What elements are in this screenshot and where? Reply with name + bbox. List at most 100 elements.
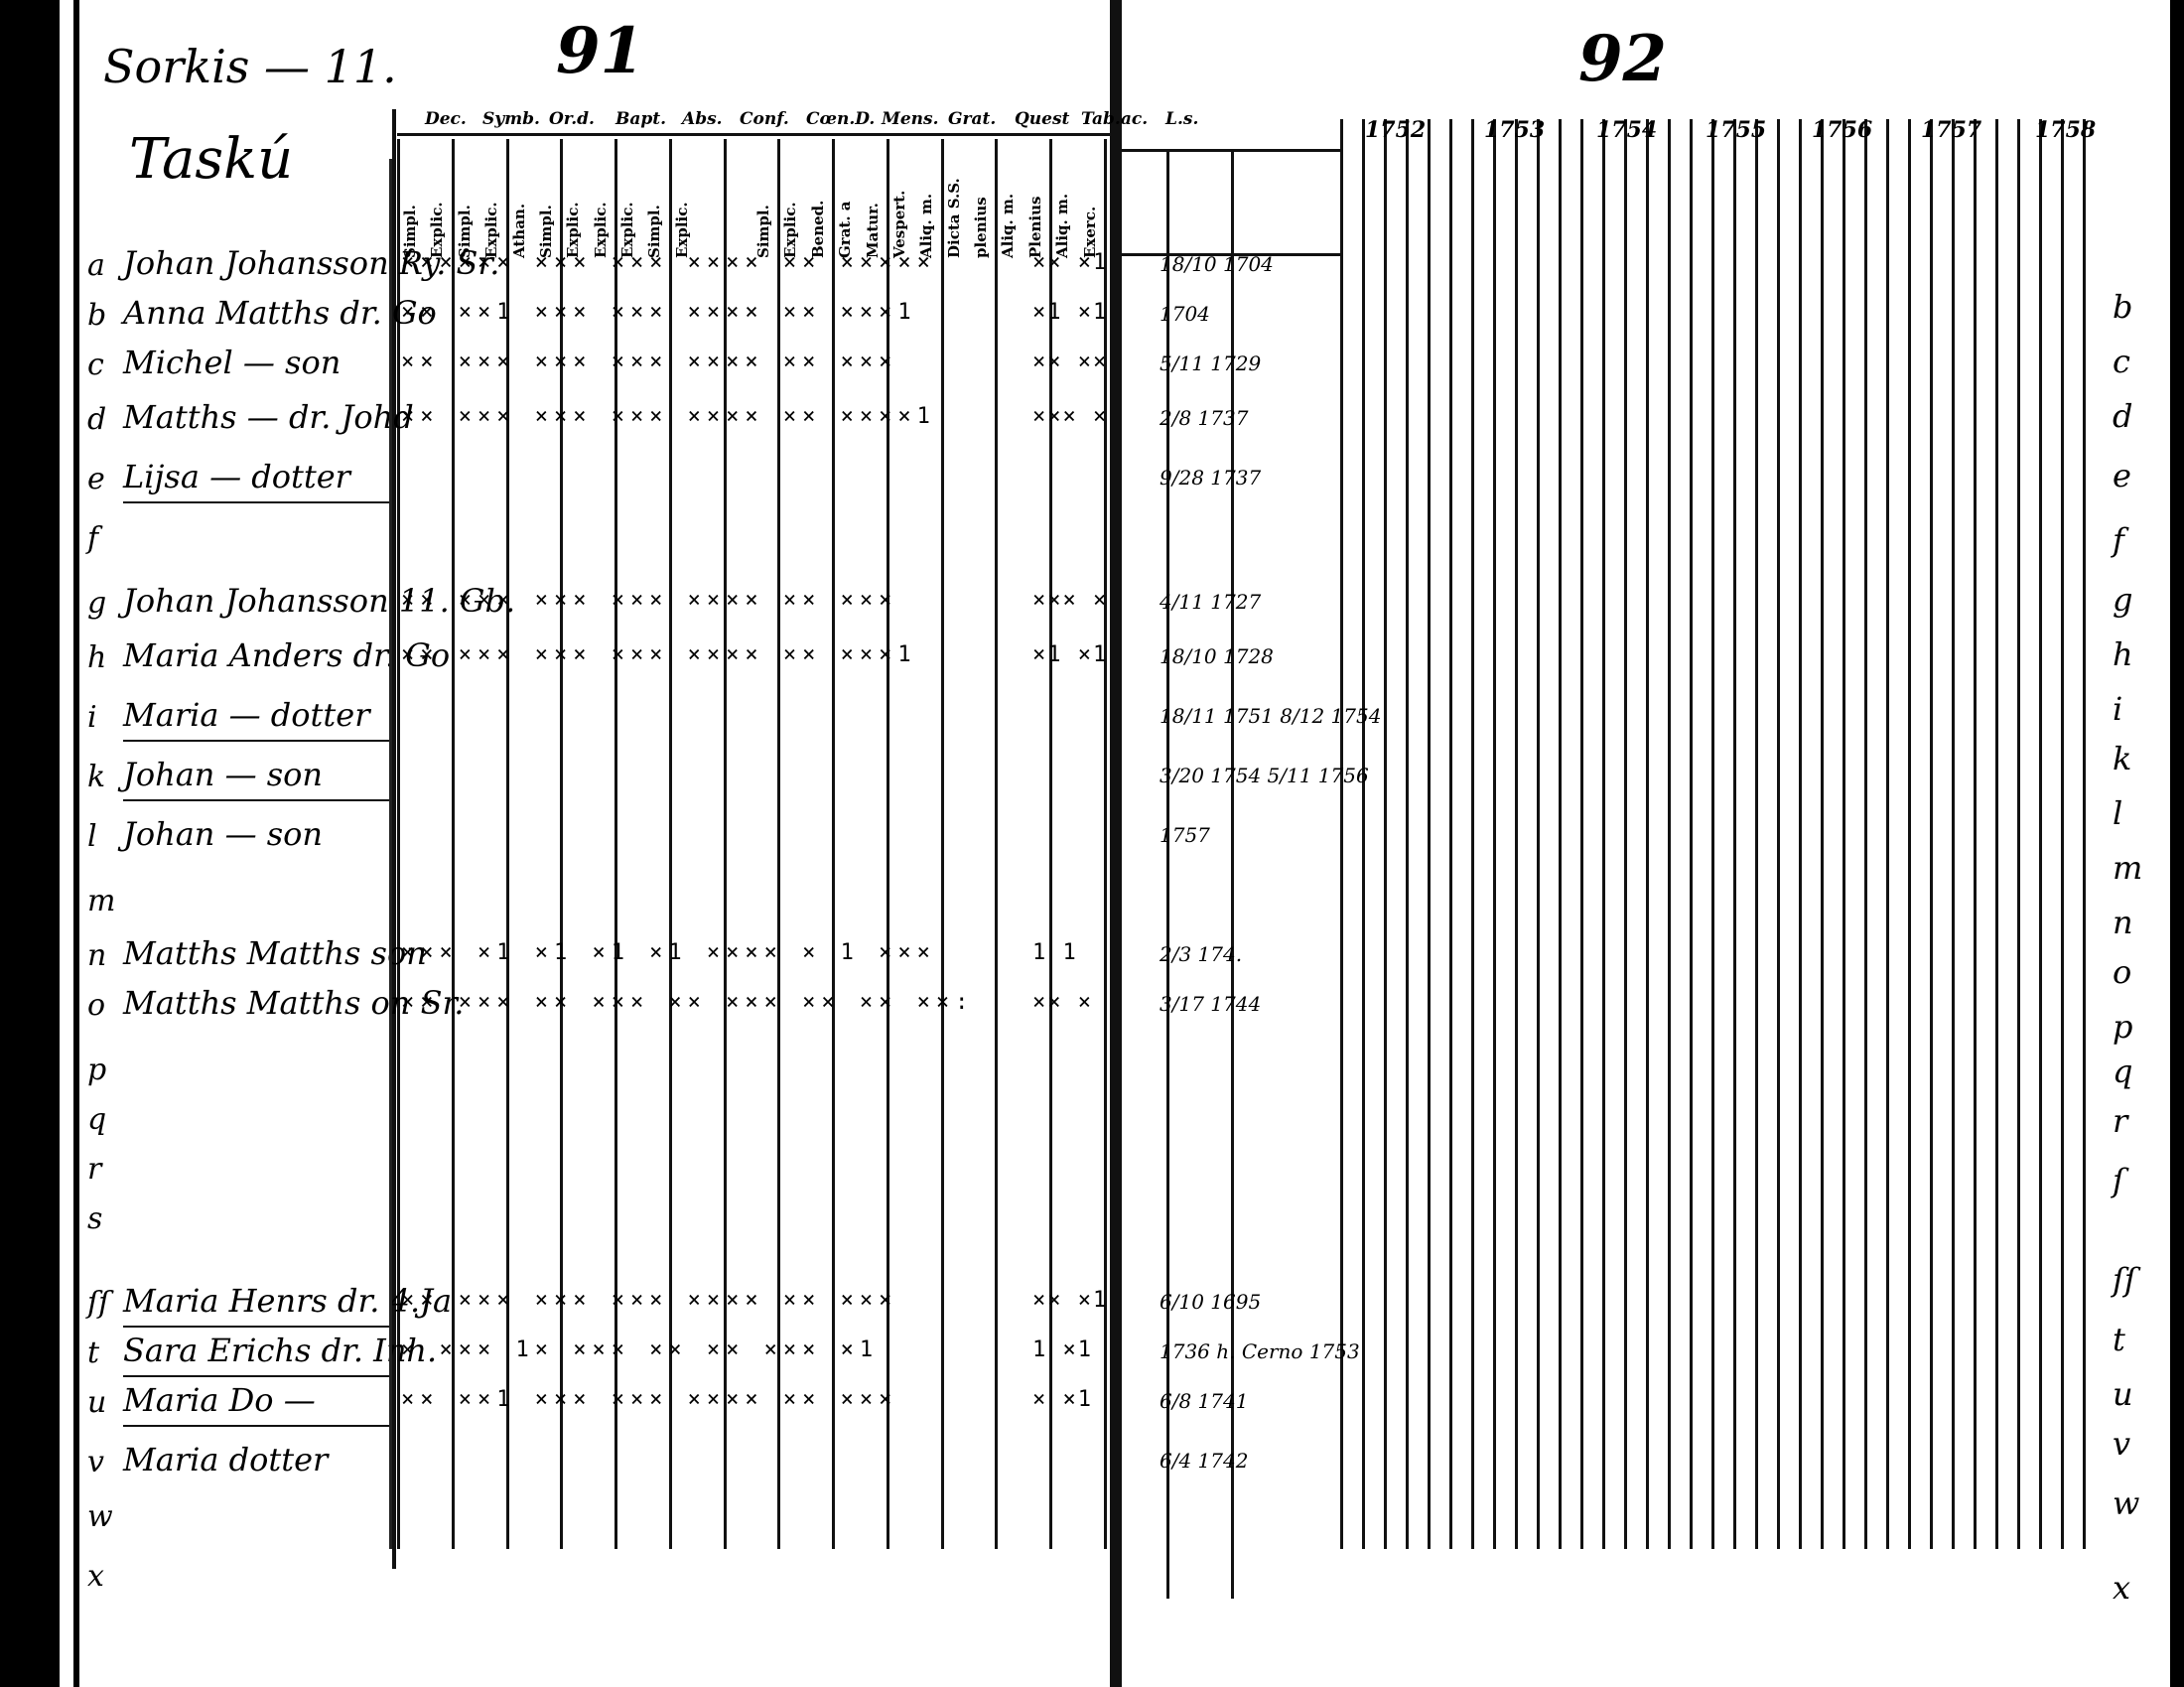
column-header: Bened. (808, 200, 827, 258)
grid-line (614, 139, 618, 1549)
catechism-marks-extra: ×× ×1 (1032, 1288, 1109, 1313)
catechism-marks: ×× ××1 ××× ××× ×××× ×× ××× (401, 1387, 898, 1412)
name-underline (123, 1375, 391, 1377)
row-letter-right: q (2113, 1053, 2133, 1090)
catechism-marks-extra: ×1 ×1 (1032, 642, 1109, 667)
row-letter-right: ſſ (2113, 1261, 2136, 1299)
catechism-marks-extra: ×× × (1032, 990, 1093, 1015)
column-header: Explic. (482, 202, 501, 258)
name-underline (123, 740, 391, 742)
row-letter: x (87, 1559, 104, 1594)
row-letter-right: n (2113, 904, 2133, 941)
birth-date: 6/10 1695 (1160, 1290, 1262, 1314)
grid-line (1362, 119, 1365, 1549)
row-letter-right: m (2113, 849, 2143, 887)
row-letter-right: b (2113, 288, 2133, 326)
name-underline (123, 501, 391, 503)
row-letter-right: ſ (2113, 1162, 2124, 1199)
column-header: Simpl. (401, 205, 419, 258)
name-underline (123, 799, 391, 801)
column-group: Conf. (740, 109, 789, 129)
column-header: Athan. (509, 203, 528, 258)
birth-date: 6/4 1742 (1160, 1449, 1249, 1473)
row-letter: t (87, 1336, 100, 1370)
row-letter: p (87, 1053, 107, 1087)
row-letter: q (87, 1102, 107, 1137)
row-letter: o (87, 988, 106, 1023)
person-name: Maria Anders dr. Go (123, 636, 451, 674)
person-name: Maria dotter (123, 1441, 329, 1478)
grid-line (832, 139, 836, 1549)
grid-line (1799, 119, 1802, 1549)
grid-line (1690, 119, 1693, 1549)
catechism-marks-extra: × ×1 (1032, 1387, 1093, 1412)
grid-line (1995, 119, 1998, 1549)
grid-line (1493, 119, 1496, 1549)
grid-line (723, 139, 727, 1549)
catechism-marks-extra: 1 1 (1032, 940, 1078, 965)
year-header: 1752 (1365, 117, 1427, 143)
column-group: Quest (1015, 109, 1070, 129)
birth-date: 3/20 1754 5/11 1756 (1160, 764, 1369, 787)
book-edge-left (0, 0, 60, 1687)
column-header: Aliq. m. (999, 193, 1018, 258)
row-letter: f (87, 521, 99, 556)
grid-line (1755, 119, 1758, 1549)
grid-line (1668, 119, 1671, 1549)
row-letter-right: r (2113, 1102, 2128, 1140)
grid-line (1952, 119, 1955, 1549)
book-edge-gap (60, 0, 73, 1687)
grid-line (2017, 119, 2020, 1549)
column-header: Plenius (1025, 196, 1044, 258)
column-header: Dicta S.S. (944, 178, 963, 258)
row-letter-right: f (2113, 521, 2124, 559)
row-letter-right: u (2113, 1375, 2133, 1413)
right-page (1114, 0, 2184, 1687)
row-letter-right: w (2113, 1484, 2140, 1522)
column-header: Explic. (564, 202, 583, 258)
grid-line (2061, 119, 2064, 1549)
person-name: Maria Henrs dr. 4.Ja (123, 1282, 453, 1320)
catechism-marks-extra: ××× × (1032, 588, 1109, 613)
row-letter-right: d (2113, 397, 2133, 435)
catechism-marks-extra: 1 ×1 (1032, 1337, 1093, 1362)
catechism-marks: ×× ××× ××× ××× ×××× ×× ××× (401, 1288, 898, 1313)
grid-line (1843, 119, 1845, 1549)
row-letter-right: e (2113, 457, 2131, 494)
row-letter: m (87, 884, 116, 918)
parish-header: Sorkis — 11. (103, 40, 397, 93)
column-group: Or.d. (549, 109, 595, 129)
birth-date: 6/8 1741 (1160, 1389, 1249, 1413)
column-header: Simpl. (645, 205, 664, 258)
catechism-marks-extra: ×× ×× (1032, 350, 1109, 374)
column-header: plenius (972, 197, 991, 258)
catechism-marks-extra: ×× ×1 (1032, 250, 1109, 275)
column-group: L.s. (1165, 109, 1199, 129)
person-name: Maria — dotter (123, 696, 370, 734)
grid-line (1733, 119, 1736, 1549)
row-letter: i (87, 700, 97, 735)
row-letter-right: p (2113, 1008, 2133, 1046)
grid-line (2083, 119, 2086, 1549)
row-letter: w (87, 1499, 113, 1534)
person-name: Maria Do — (123, 1381, 316, 1419)
column-header: Exerc. (1080, 206, 1099, 258)
row-letter: s (87, 1201, 103, 1236)
grid-line (1974, 119, 1977, 1549)
birth-date: 1757 (1160, 823, 1210, 847)
person-name: Lijsa — dotter (123, 458, 350, 495)
grid-line (995, 139, 999, 1549)
grid-line (1624, 119, 1627, 1549)
year-header: 1754 (1596, 117, 1658, 143)
person-name: Matths — dr. Johd (123, 398, 414, 436)
catechism-marks: ×× ××× ××× ××× ×××× ×× ××× (401, 588, 898, 613)
person-name: Matths Matths son (123, 934, 427, 972)
person-name: Anna Matths dr. Go (123, 294, 437, 332)
column-header: Explic. (428, 202, 447, 258)
book-edge-right (2170, 0, 2184, 1687)
birth-date: 18/10 1704 (1160, 252, 1274, 276)
grid-line (886, 139, 889, 1549)
row-letter: r (87, 1152, 102, 1187)
grid-line (1406, 119, 1409, 1549)
person-name: Michel — son (123, 344, 341, 381)
